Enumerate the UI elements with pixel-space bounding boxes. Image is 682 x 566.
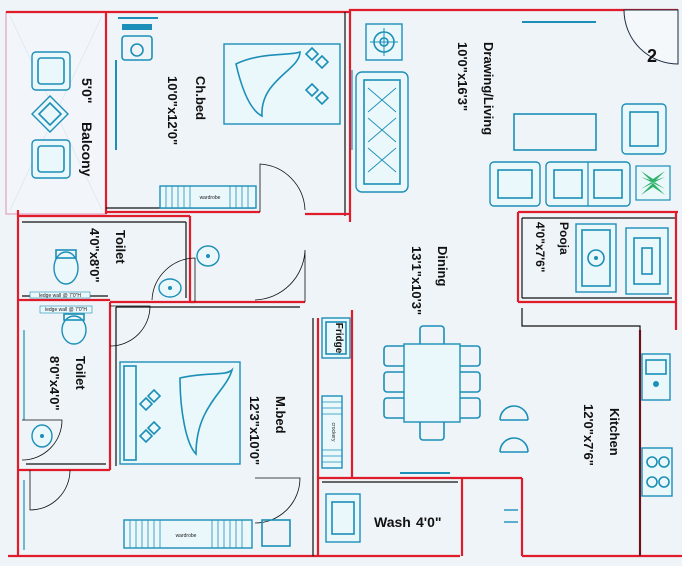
children-bed-furniture <box>121 24 341 125</box>
children-bed-name: Ch.bed <box>193 76 208 120</box>
wardrobe-bottom-label: wardrobe <box>176 533 197 539</box>
pooja-name: Pooja <box>557 222 571 255</box>
master-bed-name: M.bed <box>273 396 288 434</box>
windows <box>23 17 596 550</box>
drawing-living-name: Drawing/Living <box>481 42 496 135</box>
crockery-label: crockery <box>330 423 336 442</box>
pooja-furniture <box>575 223 669 295</box>
toilet-upper-size: 4'0"x8'0" <box>87 228 102 283</box>
plan-number: 2 <box>647 46 657 66</box>
drawing-living-size: 10'0"x16'3" <box>455 42 470 111</box>
wardrobe-top: wardrobe <box>159 185 257 209</box>
kitchen-name: Kitchen <box>607 408 622 456</box>
inner-walls <box>18 12 678 556</box>
fridge: Fridge <box>321 317 351 359</box>
fridge-label: Fridge <box>333 323 344 354</box>
pooja-size: 4'0"x7'6" <box>533 222 547 272</box>
ledge-wall-2: ledge wall @ 7'0"H <box>45 307 87 313</box>
toilet-upper-name: Toilet <box>113 230 128 264</box>
master-bed-furniture <box>119 361 241 465</box>
wash-name: Wash <box>374 514 411 530</box>
master-bed-size: 12'3"x10'0" <box>247 396 262 465</box>
dining-furniture <box>383 325 481 441</box>
plant-icon <box>641 171 665 195</box>
toilet-lower-fixtures: ledge wall @ 7'0"H <box>31 305 93 448</box>
children-bed-size: 10'0"x12'0" <box>165 76 180 145</box>
wash-size: 4'0" <box>416 514 442 530</box>
toilet-lower-size: 8'0"x4'0" <box>47 356 62 411</box>
wardrobe-bottom: wardrobe <box>123 519 291 549</box>
doors <box>21 163 306 524</box>
wardrobe-top-label: wardrobe <box>200 195 221 201</box>
balcony-furniture <box>31 51 71 179</box>
room-labels: 5'0" Balcony Ch.bed 10'0"x12'0" Drawing/… <box>47 42 622 530</box>
ledge-wall-1: ledge wall @ 7'0"H <box>39 293 81 299</box>
balcony-size: 5'0" <box>79 78 95 104</box>
dining-size: 13'1"x10'3" <box>409 246 424 315</box>
kitchen-size: 12'0"x7'6" <box>581 404 596 466</box>
dining-name: Dining <box>435 246 450 286</box>
kitchen-furniture <box>499 353 673 497</box>
balcony-name: Balcony <box>79 122 95 177</box>
toilet-lower-name: Toilet <box>73 356 88 390</box>
plan-number-marker: 2 <box>623 9 679 66</box>
living-furniture <box>355 23 671 207</box>
toilet-upper-fixtures: ledge wall @ 7'0"H <box>29 245 220 299</box>
crockery-unit: crockery <box>321 395 343 469</box>
wash-area <box>325 493 518 543</box>
